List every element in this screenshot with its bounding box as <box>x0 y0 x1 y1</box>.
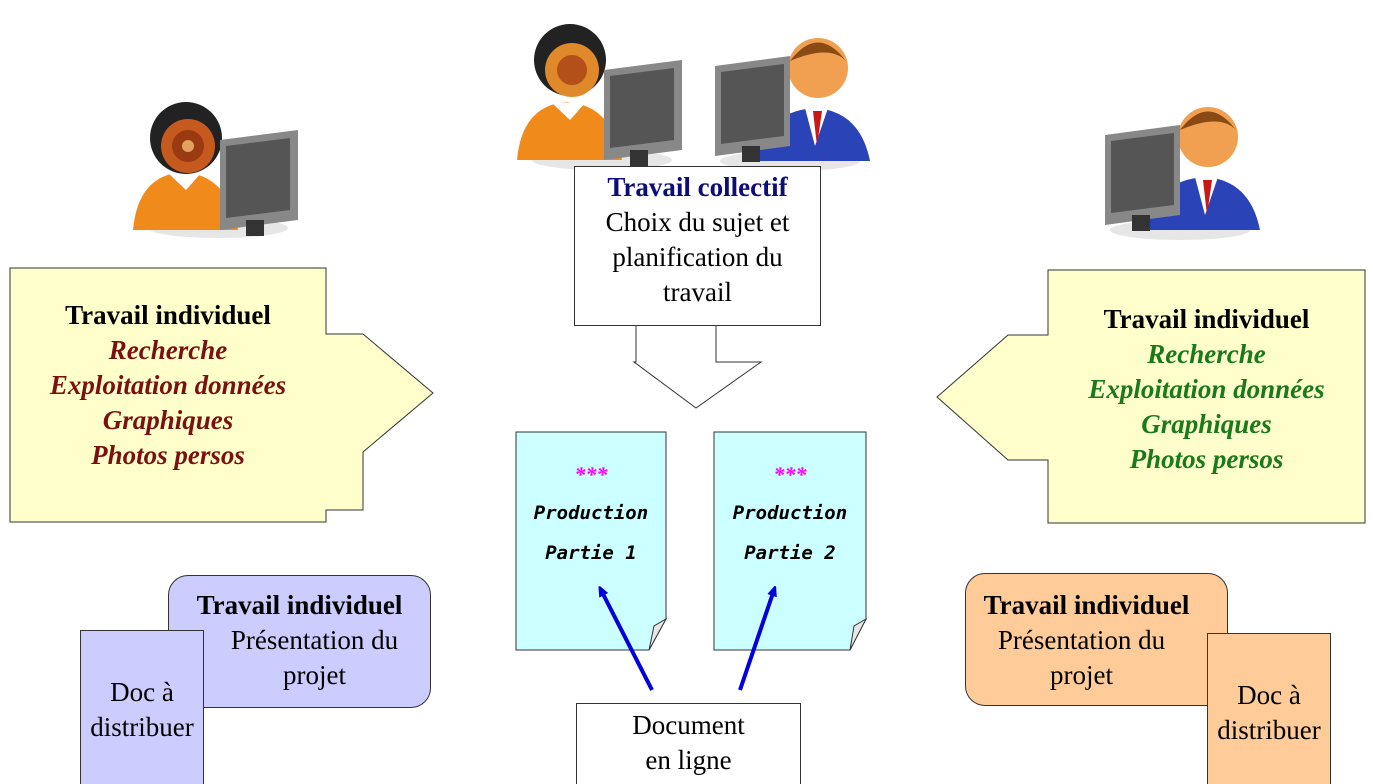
left-panel: Travail individuel Recherche Exploitatio… <box>10 298 326 473</box>
handout-line: distribuer <box>1217 715 1321 745</box>
left-panel-title: Travail individuel <box>65 300 271 330</box>
right-panel-item: Graphiques <box>1141 409 1272 439</box>
down-arrow-shape <box>632 324 763 409</box>
left-panel-item: Exploitation données <box>49 370 287 400</box>
woman-at-computer-icon <box>512 10 687 175</box>
production-part-2: *** Production Partie 2 <box>714 462 866 564</box>
collective-work-title: Travail collectif <box>607 172 788 202</box>
production-stars: *** <box>574 462 608 487</box>
left-panel-item: Recherche <box>108 335 228 365</box>
presentation-line: Présentation du <box>997 625 1166 655</box>
left-handout-box: Doc à distribuer <box>80 630 204 784</box>
production-part-1: *** Production Partie 1 <box>516 462 666 564</box>
left-presentation-box: Travail individuel Présentation du proje… <box>168 575 431 708</box>
right-panel: Travail individuel Recherche Exploitatio… <box>1048 302 1365 477</box>
man-at-computer-icon <box>1100 85 1265 245</box>
woman-at-computer-icon <box>128 80 303 245</box>
collective-work-line: Choix du sujet et <box>605 207 790 237</box>
right-panel-item: Photos persos <box>1129 444 1284 474</box>
presentation-line: Présentation du <box>230 625 399 655</box>
right-arrow-shape <box>936 269 1366 524</box>
right-panel-item: Recherche <box>1147 339 1266 369</box>
left-arrow-shape <box>9 267 434 523</box>
online-document-line: en ligne <box>645 745 732 775</box>
presentation-title: Travail individuel <box>196 590 403 620</box>
arrow-to-partie-2 <box>738 590 774 691</box>
production-stars: *** <box>773 462 807 487</box>
collective-work-box: Travail collectif Choix du sujet et plan… <box>574 166 821 326</box>
right-presentation-box: Travail individuel Présentation du proje… <box>965 573 1228 706</box>
handout-line: Doc à <box>110 677 174 707</box>
online-document-line: Document <box>632 710 745 740</box>
handout-line: Doc à <box>1237 680 1301 710</box>
right-handout-box: Doc à distribuer <box>1207 633 1331 784</box>
presentation-line: projet <box>1050 660 1113 690</box>
handout-line: distribuer <box>90 712 194 742</box>
collective-work-line: travail <box>663 277 732 307</box>
production-part-label: Partie 2 <box>744 542 836 564</box>
online-document-box: Document en ligne <box>576 703 801 784</box>
left-panel-item: Photos persos <box>91 440 245 470</box>
left-panel-item: Graphiques <box>102 405 234 435</box>
presentation-title: Travail individuel <box>983 590 1190 620</box>
right-panel-item: Exploitation données <box>1088 374 1325 404</box>
presentation-line: projet <box>283 660 346 690</box>
production-part-label: Partie 1 <box>545 542 637 564</box>
production-title: Production <box>732 502 848 524</box>
right-panel-title: Travail individuel <box>1103 304 1310 334</box>
production-title: Production <box>533 502 649 524</box>
man-at-computer-icon <box>710 16 875 176</box>
collective-work-line: planification du <box>612 242 783 272</box>
arrow-to-partie-1 <box>601 590 654 691</box>
